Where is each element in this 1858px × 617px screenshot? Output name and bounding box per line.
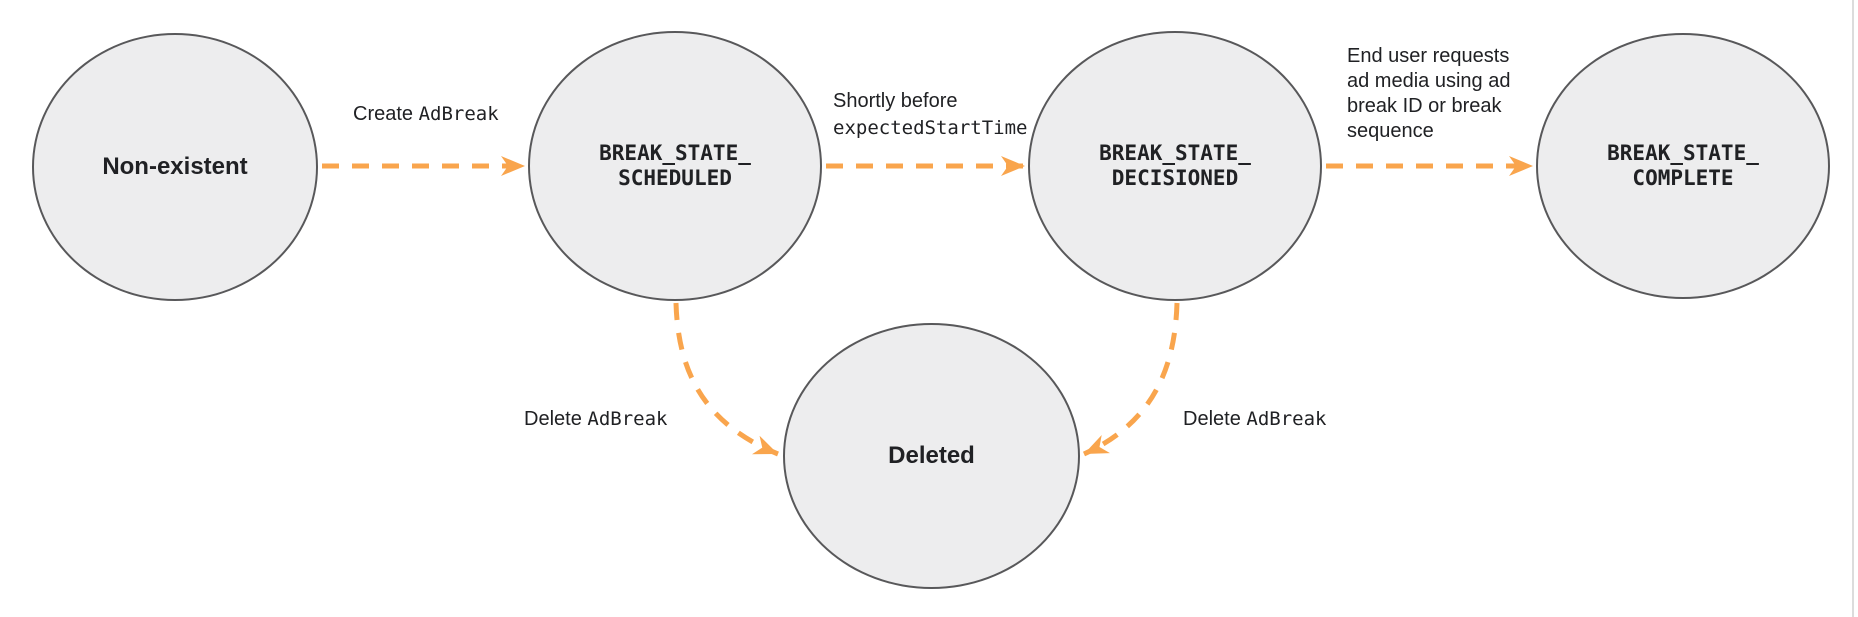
page-right-border — [1852, 0, 1854, 617]
state-label-break-state-scheduled: BREAK_STATE_ SCHEDULED — [599, 141, 751, 190]
state-label-deleted: Deleted — [888, 442, 975, 469]
state-label-break-state-decisioned: BREAK_STATE_ DECISIONED — [1099, 141, 1251, 190]
state-node-deleted: Deleted — [783, 323, 1080, 589]
state-label-break-state-complete: BREAK_STATE_ COMPLETE — [1607, 141, 1759, 190]
arrow-delete-adbreak-right — [1082, 302, 1180, 457]
state-node-break-state-decisioned: BREAK_STATE_ DECISIONED — [1028, 31, 1322, 301]
edge-label-delete-adbreak-right: Delete AdBreak — [1183, 408, 1327, 430]
edge-label-create-adbreak: Create AdBreak — [353, 103, 499, 125]
state-node-break-state-scheduled: BREAK_STATE_ SCHEDULED — [528, 31, 822, 301]
state-node-non-existent: Non-existent — [32, 33, 318, 301]
arrow-delete-adbreak-left — [673, 302, 779, 457]
edge-label-delete-adbreak-left: Delete AdBreak — [524, 408, 668, 430]
state-label-non-existent: Non-existent — [102, 153, 248, 180]
state-node-break-state-complete: BREAK_STATE_ COMPLETE — [1536, 33, 1830, 299]
